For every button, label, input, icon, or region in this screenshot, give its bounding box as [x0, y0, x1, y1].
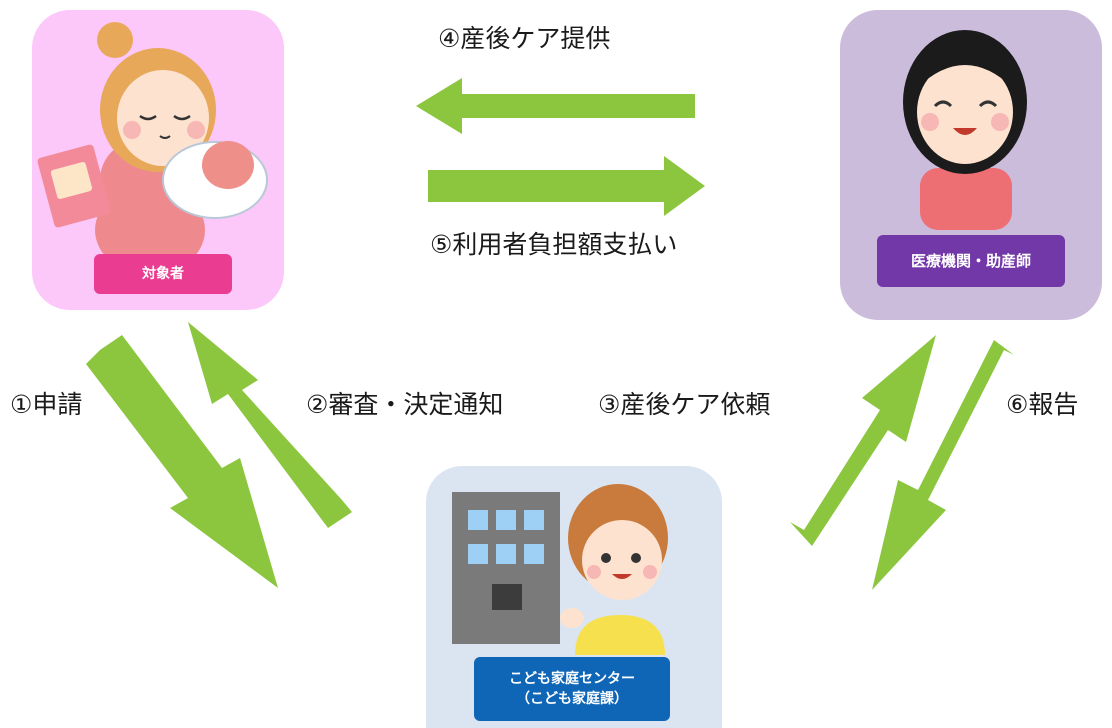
provider-woman-illustration [903, 30, 1027, 230]
arrow-4-care-provision [416, 78, 695, 134]
arrow-1-application [86, 335, 278, 588]
arrow-2-review-notice [188, 322, 352, 528]
flow-label-5: ⑤利用者負担額支払い [430, 230, 678, 259]
provider-label: 医療機関・助産師 [877, 235, 1065, 287]
arrow-3-care-request [790, 335, 936, 546]
flow-label-6: ⑥報告 [1006, 390, 1079, 419]
arrow-5-payment [428, 156, 705, 216]
center-label-line2: （こども家庭課） [516, 691, 628, 707]
flow-label-4: ④産後ケア提供 [438, 24, 611, 53]
building-staff-illustration [452, 484, 668, 655]
flow-label-2: ②審査・決定通知 [306, 390, 504, 419]
subject-label: 対象者 [94, 254, 232, 294]
center-label-line1: こども家庭センター [509, 671, 635, 687]
flow-label-3: ③産後ケア依頼 [598, 390, 771, 419]
center-label: こども家庭センター （こども家庭課） [474, 657, 670, 721]
arrows [86, 78, 1014, 590]
arrow-6-report [872, 340, 1014, 590]
mother-with-baby-illustration [37, 22, 268, 275]
flow-label-1: ①申請 [10, 390, 83, 419]
